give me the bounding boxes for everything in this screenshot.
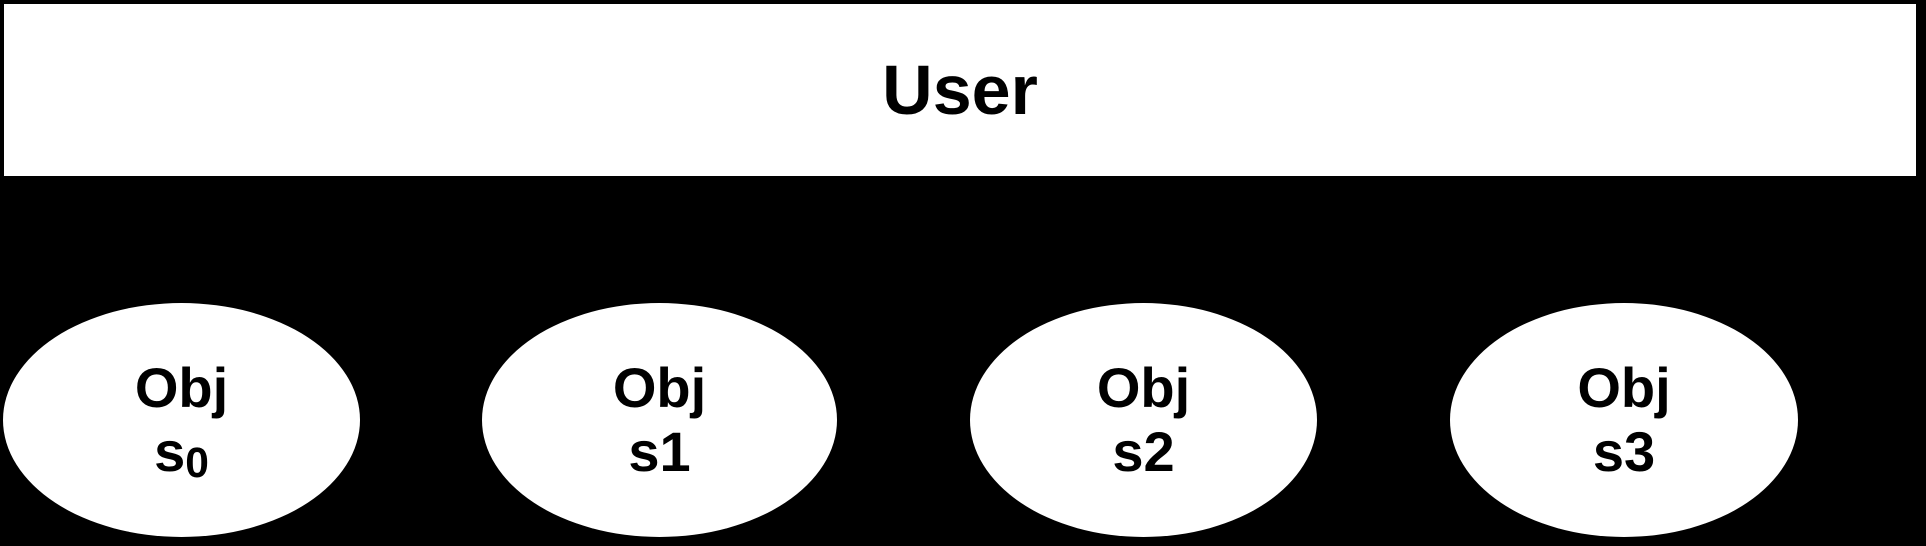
state-base: s [1592, 420, 1624, 483]
state-suffix: 3 [1624, 420, 1656, 483]
state-label: s0 [154, 420, 209, 484]
object-label: Obj [1096, 356, 1191, 419]
state-base: s [154, 420, 186, 483]
state-label: s3 [1593, 420, 1655, 484]
state-label: s1 [628, 420, 690, 484]
user-box: User [4, 4, 1916, 176]
object-node-s1: Obj s1 [482, 303, 837, 537]
state-suffix: 1 [659, 420, 691, 483]
object-label: Obj [1577, 356, 1671, 419]
object-node-s2: Obj s2 [970, 303, 1317, 537]
state-base: s [628, 420, 660, 483]
state-suffix: 2 [1143, 420, 1175, 483]
object-node-s3: Obj s3 [1450, 303, 1798, 537]
object-node-s0: Obj s0 [3, 303, 360, 537]
user-box-label: User [882, 51, 1038, 129]
state-subscript: 0 [185, 438, 209, 487]
object-label: Obj [134, 356, 229, 419]
state-label: s2 [1112, 420, 1174, 484]
state-base: s [1112, 420, 1144, 483]
object-label: Obj [612, 356, 707, 419]
